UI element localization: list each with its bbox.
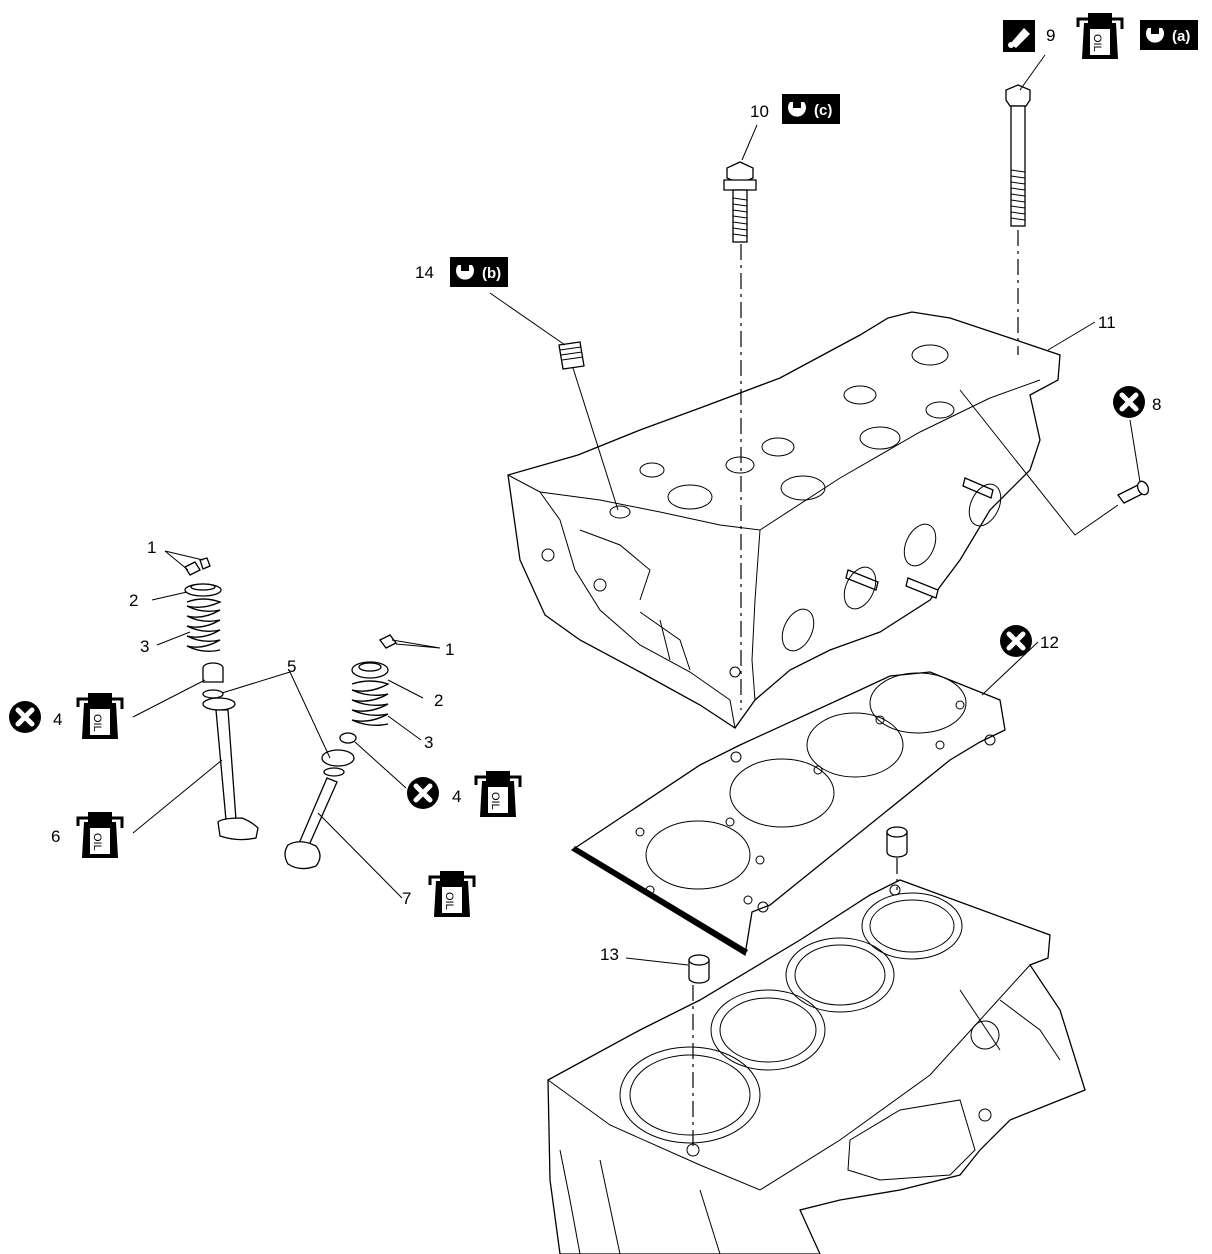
- sealant-icon: [1003, 20, 1035, 52]
- head-bolt-9: [1005, 84, 1031, 227]
- do-not-reuse-icon: [9, 701, 41, 733]
- callout-14: 14: [415, 263, 434, 282]
- oil-can-icon: OIL: [474, 769, 522, 819]
- callout-6: 6: [51, 827, 60, 846]
- svg-text:OIL: OIL: [91, 714, 103, 732]
- callout-numbers: 1 2 3 4 5 6 7 8 9 10 11 12 13 14 1 2 3 4: [51, 26, 1161, 964]
- do-not-reuse-icon: [1000, 625, 1032, 657]
- do-not-reuse-icon: [407, 777, 439, 809]
- torque-tag-b: (b): [482, 265, 501, 282]
- callout-8: 8: [1152, 395, 1161, 414]
- plug-14: [558, 341, 585, 370]
- callout-2-left: 2: [129, 591, 138, 610]
- callout-11: 11: [1098, 313, 1116, 332]
- alignment-centerlines: [692, 230, 1019, 1150]
- callout-1-left: 1: [147, 538, 156, 557]
- svg-text:OIL: OIL: [1091, 34, 1103, 52]
- callout-1-right: 1: [445, 640, 454, 659]
- callout-3-right: 3: [424, 733, 433, 752]
- torque-tag-c: (c): [814, 102, 832, 119]
- callout-4-right: 4: [452, 787, 461, 806]
- torque-wrench-icon: (a): [1140, 20, 1198, 50]
- valve-assembly-right: [284, 634, 397, 870]
- bolt-10: [723, 161, 757, 243]
- callout-9: 9: [1046, 26, 1055, 45]
- callout-7: 7: [402, 889, 411, 908]
- cylinder-head: [507, 311, 1061, 729]
- dowel-pin-right: [886, 826, 908, 858]
- oil-can-icon: OIL: [428, 869, 476, 919]
- callout-10: 10: [750, 102, 769, 121]
- torque-wrench-icon: (c): [782, 94, 840, 124]
- sleeve-8: [1117, 480, 1150, 504]
- dowel-pin-left: [688, 954, 710, 984]
- leader-lines: [132, 54, 1141, 966]
- cylinder-block: [547, 879, 1086, 1254]
- callout-13: 13: [600, 945, 619, 964]
- svg-text:OIL: OIL: [443, 892, 455, 910]
- oil-can-icon: OIL: [1076, 11, 1124, 61]
- do-not-reuse-icon: [1113, 386, 1145, 418]
- callout-2-right: 2: [434, 691, 443, 710]
- svg-text:OIL: OIL: [489, 792, 501, 810]
- valve-assembly-left: [184, 557, 259, 841]
- callout-3-left: 3: [140, 637, 149, 656]
- callout-4-left: 4: [53, 710, 62, 729]
- oil-can-icon: OIL: [76, 691, 124, 741]
- torque-tag-a: (a): [1172, 28, 1190, 45]
- cylinder-head-gasket: [570, 671, 1006, 957]
- callout-5: 5: [287, 657, 296, 676]
- torque-wrench-icon: (b): [450, 257, 508, 287]
- callout-12: 12: [1040, 633, 1059, 652]
- svg-text:OIL: OIL: [91, 833, 103, 851]
- oil-can-icon: OIL: [76, 810, 124, 860]
